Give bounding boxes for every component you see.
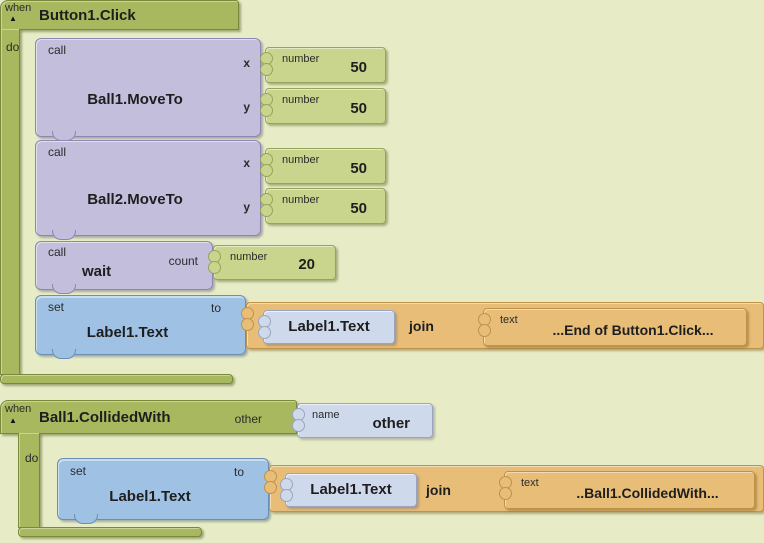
- event-block-spine[interactable]: [18, 433, 40, 528]
- to-label: to: [233, 465, 244, 479]
- set-block-label1-text[interactable]: set Label1.Text to: [35, 295, 246, 359]
- number-value[interactable]: 50: [350, 100, 367, 117]
- text-string-block[interactable]: text ..Ball1.CollidedWith...: [499, 471, 755, 509]
- set-label: set: [48, 300, 65, 314]
- param-x-label: x: [243, 56, 250, 70]
- text-label: text: [500, 314, 518, 326]
- param-count-label: count: [168, 254, 198, 268]
- to-label: to: [210, 301, 221, 315]
- call-label: call: [48, 245, 67, 259]
- event-name: Ball1.CollidedWith: [39, 409, 171, 426]
- event-block-bottom-bar[interactable]: [18, 527, 202, 537]
- text-value[interactable]: ..Ball1.CollidedWith...: [576, 485, 719, 501]
- text-value[interactable]: ...End of Button1.Click...: [552, 322, 714, 338]
- number-label: number: [282, 194, 320, 206]
- call-label: call: [48, 145, 67, 159]
- text-string-block[interactable]: text ...End of Button1.Click...: [478, 308, 747, 346]
- set-label: set: [70, 464, 87, 478]
- number-label: number: [282, 53, 320, 65]
- when-label: when: [5, 2, 32, 14]
- method-name: Ball1.MoveTo: [87, 91, 183, 108]
- do-label: do: [6, 40, 20, 54]
- call-block-ball2-moveto[interactable]: call Ball2.MoveTo x y: [35, 140, 261, 240]
- call-block-wait[interactable]: call wait count: [35, 241, 213, 294]
- number-block[interactable]: number 50: [260, 88, 386, 124]
- number-value[interactable]: 50: [350, 160, 367, 177]
- name-label: name: [312, 409, 340, 421]
- name-other-block[interactable]: name other: [292, 403, 433, 438]
- getter-name: Label1.Text: [288, 318, 370, 335]
- call-label: call: [48, 43, 67, 57]
- param-other-label: other: [234, 412, 262, 426]
- name-value: other: [372, 415, 411, 432]
- event-name: Button1.Click: [39, 7, 136, 24]
- property-name: Label1.Text: [109, 488, 191, 505]
- method-name: Ball2.MoveTo: [87, 191, 183, 208]
- event-block-bottom-bar[interactable]: [0, 374, 233, 384]
- join-label: join: [426, 482, 451, 498]
- number-block[interactable]: number 20: [208, 245, 336, 280]
- number-block[interactable]: number 50: [260, 148, 386, 184]
- join-block[interactable]: Label1.Text join text ...End of Button1.…: [241, 302, 764, 349]
- event-block-spine[interactable]: [0, 29, 20, 375]
- param-y-label: y: [243, 200, 250, 214]
- set-block-label1-text[interactable]: set Label1.Text to: [57, 458, 269, 524]
- method-name: wait: [82, 263, 112, 280]
- text-label: text: [521, 477, 539, 489]
- number-label: number: [230, 251, 268, 263]
- getter-block-label1-text[interactable]: Label1.Text: [280, 473, 417, 507]
- collapse-arrow-icon[interactable]: ▲: [9, 416, 17, 425]
- number-value[interactable]: 20: [298, 256, 315, 273]
- number-label: number: [282, 154, 320, 166]
- event-block-ball1-collidedwith-header[interactable]: when ▲ Ball1.CollidedWith other: [0, 400, 297, 434]
- event-block-button1-click-header[interactable]: when ▲ Button1.Click: [0, 0, 239, 30]
- collapse-arrow-icon[interactable]: ▲: [9, 14, 17, 23]
- call-block-ball1-moveto[interactable]: call Ball1.MoveTo x y: [35, 38, 261, 141]
- join-label: join: [409, 318, 434, 334]
- number-block[interactable]: number 50: [260, 47, 386, 83]
- when-label: when: [5, 403, 32, 415]
- join-block[interactable]: Label1.Text join text ..Ball1.CollidedWi…: [264, 465, 764, 512]
- param-x-label: x: [243, 156, 250, 170]
- number-value[interactable]: 50: [350, 59, 367, 76]
- number-value[interactable]: 50: [350, 200, 367, 217]
- property-name: Label1.Text: [86, 324, 169, 341]
- number-block[interactable]: number 50: [260, 188, 386, 224]
- number-label: number: [282, 94, 320, 106]
- do-label: do: [25, 451, 39, 465]
- getter-block-label1-text[interactable]: Label1.Text: [258, 310, 395, 344]
- getter-name: Label1.Text: [310, 481, 392, 498]
- param-y-label: y: [243, 100, 250, 114]
